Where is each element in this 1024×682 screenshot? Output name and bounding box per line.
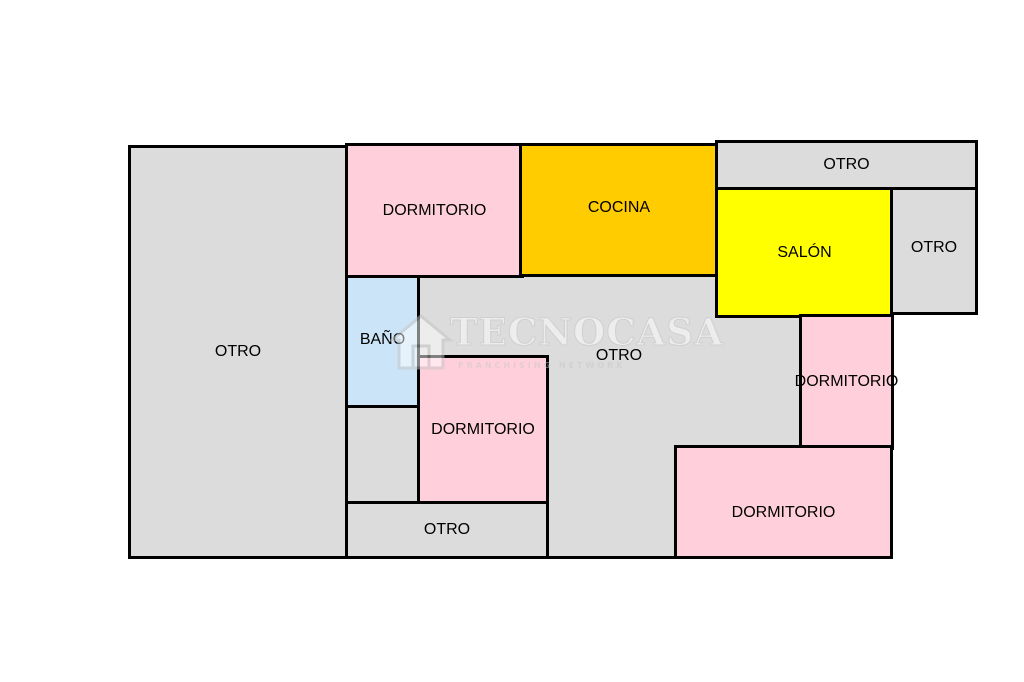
room-label: OTRO — [423, 521, 471, 538]
room-salon: SALÓN — [715, 187, 894, 318]
room-label: OTRO — [823, 156, 870, 173]
room-label: DORMITORIO — [794, 373, 899, 390]
room-label: DORMITORIO — [731, 504, 836, 521]
room-cocina: COCINA — [519, 143, 719, 277]
room-otro-right: OTRO — [890, 187, 978, 315]
room-label: OTRO — [214, 343, 262, 360]
room-label: BAÑO — [359, 330, 406, 348]
room-otro-left: OTRO — [128, 145, 348, 559]
room-label: SALÓN — [777, 243, 832, 261]
room-label: OTRO — [595, 346, 643, 364]
room-label: COCINA — [587, 198, 651, 216]
room-dormitorio-center: DORMITORIO — [417, 355, 549, 505]
room-otro-top-right: OTRO — [715, 140, 978, 190]
room-otro-bottom: OTRO — [345, 501, 549, 559]
room-bano: BAÑO — [345, 275, 420, 409]
room-label: DORMITORIO — [431, 421, 535, 438]
room-dormitorio-bottom-right: DORMITORIO — [674, 445, 893, 559]
room-label: DORMITORIO — [382, 201, 487, 219]
room-dormitorio-right: DORMITORIO — [795, 314, 898, 450]
room-dormitorio-top: DORMITORIO — [345, 143, 524, 278]
room-closet — [345, 405, 420, 505]
room-label: OTRO — [910, 239, 958, 256]
